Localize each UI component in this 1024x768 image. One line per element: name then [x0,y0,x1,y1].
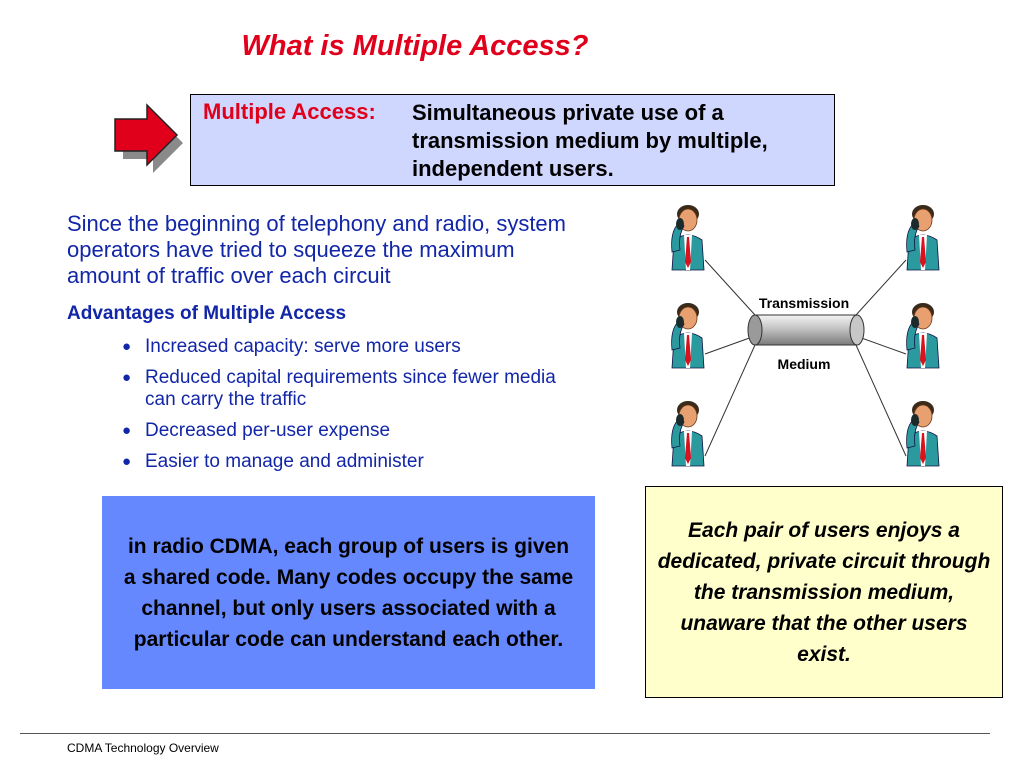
pair-note-text: Each pair of users enjoys a dedicated, p… [657,518,991,666]
list-item: ●Increased capacity: serve more users [122,336,461,357]
footer-divider [20,733,990,734]
cable-cylinder-icon [747,314,865,346]
definition-box: Multiple Access: Simultaneous private us… [190,94,835,186]
bullet-icon: ● [122,453,132,470]
advantages-list: ●Increased capacity: serve more users ●R… [118,336,588,482]
slide-title: What is Multiple Access? [241,30,589,62]
list-item: ●Decreased per-user expense [122,420,391,441]
diagram-label-top: Transmission [759,295,849,311]
pair-note-box: Each pair of users enjoys a dedicated, p… [645,486,1003,698]
bullet-icon: ● [122,422,132,439]
transmission-diagram: Transmission Medium [671,204,940,467]
bullet-icon: ● [122,369,132,386]
list-item: ●Reduced capital requirements since fewe… [122,367,556,410]
definition-text: Simultaneous private use of a transmissi… [412,100,768,181]
cdma-note-text: in radio CDMA, each group of users is gi… [123,534,574,651]
advantages-heading: Advantages of Multiple Access [67,303,347,324]
cdma-note-box: in radio CDMA, each group of users is gi… [101,495,596,690]
bullet-icon: ● [122,338,132,355]
diagram-label-bottom: Medium [778,356,831,372]
footer-text: CDMA Technology Overview [67,741,219,755]
intro-paragraph: Since the beginning of telephony and rad… [67,211,566,288]
arrow-right-icon [114,103,183,173]
list-item: ●Easier to manage and administer [122,451,424,472]
definition-term: Multiple Access: [203,99,376,124]
